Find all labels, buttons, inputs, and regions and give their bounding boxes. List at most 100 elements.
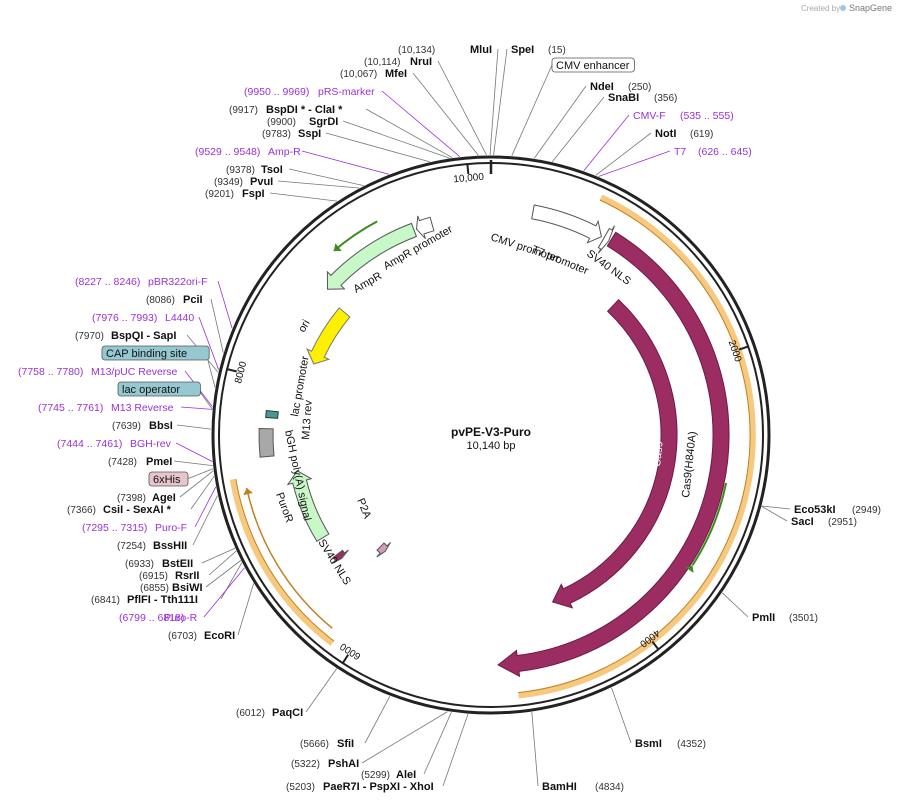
site-position: (619) <box>690 129 713 140</box>
site-position: (6841) <box>91 595 120 606</box>
site-position: (356) <box>654 93 677 104</box>
site-position: (6933) <box>125 559 154 570</box>
site-position: (7970) <box>75 331 104 342</box>
site-position: (9349) <box>214 177 243 188</box>
site-name: PmeI <box>146 456 172 468</box>
site-leader-line <box>511 64 553 156</box>
site-position: (9917) <box>229 105 258 116</box>
feature-box <box>148 471 189 487</box>
site-leader-line <box>217 280 233 329</box>
plasmid-name: pvPE-V3-Puro <box>451 425 531 439</box>
site-leader-line <box>611 687 632 744</box>
site-position: (15) <box>548 45 566 56</box>
site-leader-line <box>531 711 539 787</box>
site-position: (2949) <box>852 505 881 516</box>
site-name: PaqCI <box>272 707 303 719</box>
site-leader-line <box>722 592 749 618</box>
site-leader-line <box>220 562 243 600</box>
site-position: (6012) <box>236 708 265 719</box>
cas9-region-highlight-line <box>518 199 751 694</box>
puror-label: PuroR <box>273 491 295 524</box>
cas9-region-highlight <box>518 194 756 699</box>
site-name: BstEII <box>162 558 193 570</box>
site-position: (6855) <box>140 583 169 594</box>
site-name: BspDI * - ClaI * <box>266 104 343 116</box>
site-position: (4352) <box>677 739 706 750</box>
puror-arrow <box>286 470 330 542</box>
site-name: NdeI <box>590 81 614 93</box>
site-name: AleI <box>396 769 416 781</box>
site-leader-line <box>365 108 453 159</box>
site-position: (9950 .. 9969) <box>244 86 309 98</box>
lower-region-highlight-line <box>235 478 335 642</box>
site-name: NruI <box>410 56 432 68</box>
site-name: BGH-rev <box>130 438 172 450</box>
site-name: PshAI <box>328 758 359 770</box>
site-leader-line <box>269 192 338 202</box>
ori-arrow <box>306 307 351 365</box>
site-leader-line <box>180 406 213 410</box>
watermark-brand: SnapGene <box>849 3 892 13</box>
site-leader-line <box>186 468 214 480</box>
site-leader-line <box>205 560 241 588</box>
site-position: (5299) <box>361 770 390 781</box>
m13-rev-label: M13 rev <box>300 399 315 440</box>
site-labels: MluI(10,134)SpeI(15)NruI(10,114)CMV enha… <box>18 44 881 793</box>
site-leader-line <box>325 132 430 163</box>
site-position: (9783) <box>262 129 291 140</box>
site-leader-line <box>489 48 499 156</box>
site-name: SnaBI <box>608 92 639 104</box>
site-name: PvuI <box>250 176 273 188</box>
site-position: (535 .. 555) <box>680 110 734 122</box>
backbone-outer-ring <box>211 155 771 715</box>
tick-label: 2000 <box>726 339 744 364</box>
tick-mark <box>651 640 660 651</box>
ampr-arrow <box>326 222 418 290</box>
site-leader-line <box>237 583 254 636</box>
site-name: Puro-R <box>164 612 198 624</box>
lac-promoter-box <box>265 409 279 419</box>
bgh-polya-box <box>258 427 275 458</box>
site-leader-line <box>493 48 508 156</box>
p2a-arrow <box>376 541 391 558</box>
site-name: pRS-marker <box>318 86 375 98</box>
site-position: (9529 .. 9548) <box>195 146 260 158</box>
t7-promoter-label: T7 promoter <box>530 244 590 278</box>
site-position: (7254) <box>117 541 146 552</box>
tick-mark <box>341 654 350 664</box>
site-name: BsmI <box>635 738 662 750</box>
site-position: (7758 .. 7780) <box>18 366 83 378</box>
site-name: CAP binding site <box>106 348 187 360</box>
feature-box <box>117 381 201 397</box>
cmv-promoter-arrow <box>531 204 602 244</box>
site-leader-line <box>364 695 391 744</box>
site-name: T7 <box>674 146 686 158</box>
site-name: CMV-F <box>633 110 666 122</box>
site-position: (8086) <box>146 295 175 306</box>
site-leader-line <box>442 713 469 787</box>
site-leader-line <box>598 150 671 177</box>
site-leader-line <box>192 495 218 546</box>
site-position: (7745 .. 7761) <box>38 402 103 414</box>
site-position: (9201) <box>205 189 234 200</box>
ori-label: ori <box>296 318 313 335</box>
cas9-arrow <box>551 298 678 609</box>
features <box>243 204 730 678</box>
site-name: BbsI <box>149 420 173 432</box>
site-leader-line <box>176 424 212 430</box>
cas9-green-arrow <box>691 482 728 566</box>
site-name: SacI <box>791 516 814 528</box>
site-name: SspI <box>298 128 321 140</box>
site-leader-line <box>595 132 652 176</box>
site-leader-line <box>305 668 338 713</box>
site-name: MfeI <box>385 68 407 80</box>
site-position: (5203) <box>286 782 315 793</box>
site-leader-line <box>583 114 630 172</box>
tick-label: 6000 <box>338 640 363 662</box>
site-name: EcoRI <box>204 630 235 642</box>
site-position: (6915) <box>139 571 168 582</box>
site-name: M13 Reverse <box>111 402 174 414</box>
site-leader-line <box>201 547 236 564</box>
site-leader-line <box>342 120 450 159</box>
site-leader-line <box>210 298 224 353</box>
